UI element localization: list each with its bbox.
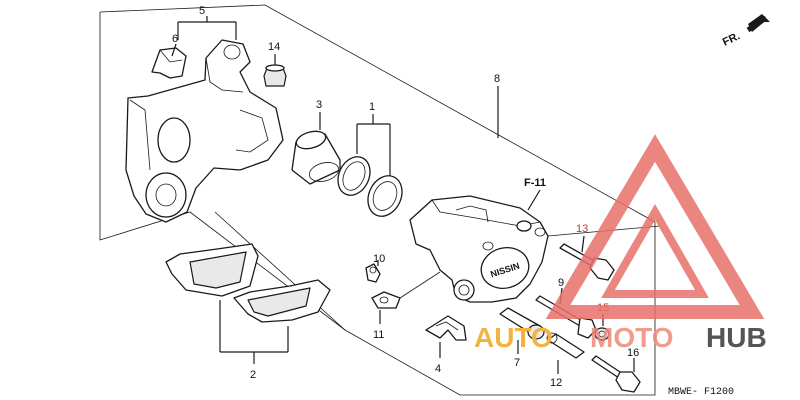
part-2-brake-pads[interactable] xyxy=(165,243,331,323)
reference-f11: F-11 xyxy=(524,177,546,189)
direction-arrow-icon xyxy=(746,14,770,33)
watermark-logo xyxy=(545,134,765,319)
part-4-pad-retainer[interactable] xyxy=(425,315,467,341)
part-8-caliper-body[interactable] xyxy=(409,195,549,303)
callout-13: 13 xyxy=(576,223,588,235)
part-16-bolt[interactable] xyxy=(591,355,641,393)
assembly-outline xyxy=(99,4,656,396)
callout-9: 9 xyxy=(558,277,564,289)
callout-3: 3 xyxy=(316,99,322,111)
callout-4: 4 xyxy=(435,363,441,375)
direction-label: FR. xyxy=(721,30,742,48)
pads-outline xyxy=(214,211,346,331)
callout-12: 12 xyxy=(550,377,562,389)
watermark-triangle-icon xyxy=(545,134,765,319)
callout-2: 2 xyxy=(250,369,256,381)
watermark-text-auto: AUTO xyxy=(474,322,553,353)
callout-5: 5 xyxy=(199,5,205,17)
callout-8: 8 xyxy=(494,73,500,85)
callout-11: 11 xyxy=(373,329,384,341)
callout-16: 16 xyxy=(627,347,639,359)
callout-1: 1 xyxy=(369,101,375,113)
part-12-sleeve[interactable] xyxy=(546,332,585,359)
callout-7: 7 xyxy=(514,357,520,369)
callout-6: 6 xyxy=(172,33,178,45)
part-1-piston-seals[interactable] xyxy=(332,152,408,222)
drawing-code: MBWE- F1200 xyxy=(668,387,734,398)
part-7-sleeve[interactable] xyxy=(499,307,545,340)
part-5-caliper-bracket[interactable] xyxy=(125,39,284,223)
watermark-text-moto: MOTO xyxy=(590,322,673,353)
part-15-pin-boot[interactable] xyxy=(594,327,610,341)
watermark-text-hub: HUB xyxy=(706,322,767,353)
part-3-piston[interactable] xyxy=(291,128,341,185)
part-10-bleeder[interactable] xyxy=(365,263,381,283)
part-14-boot[interactable] xyxy=(263,64,287,87)
callout-10: 10 xyxy=(373,253,385,265)
part-6-pad-spring[interactable] xyxy=(151,47,187,79)
callout-14: 14 xyxy=(268,41,280,53)
part-11-bleeder-cap[interactable] xyxy=(371,291,401,309)
